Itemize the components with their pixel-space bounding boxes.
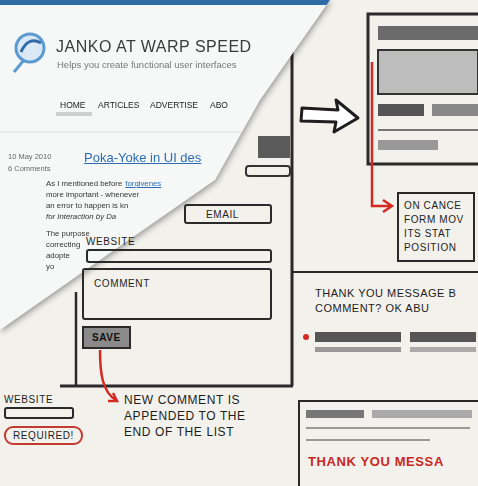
comment-field: COMMENT bbox=[82, 268, 272, 320]
sketch-bar bbox=[410, 332, 476, 342]
sketch-bar bbox=[315, 332, 401, 342]
form-sketch bbox=[368, 14, 478, 164]
input-outline bbox=[86, 249, 272, 263]
red-arrowhead bbox=[108, 393, 117, 401]
sketch-note: NEW COMMENT IS APPENDED TO THE END OF TH… bbox=[124, 392, 274, 440]
sketch-button bbox=[432, 104, 478, 116]
sketch-line bbox=[378, 129, 478, 131]
divider-line bbox=[0, 132, 478, 133]
website-field: WEBSITE bbox=[4, 394, 74, 419]
nav-item: HOME bbox=[60, 101, 86, 111]
body-text: an error to happen is kn bbox=[46, 202, 128, 211]
sketch-line bbox=[306, 439, 430, 441]
thank-you-box: THANK YOU MESSA bbox=[298, 400, 478, 486]
top-bar bbox=[0, 0, 478, 5]
sketch-bar bbox=[315, 347, 401, 352]
body-text: more important - whenever bbox=[46, 191, 139, 200]
logo bbox=[16, 34, 44, 62]
frame-line bbox=[291, 0, 294, 386]
box-text: ON CANCE FORM MOV ITS STAT POSITION bbox=[404, 199, 468, 255]
frame-line bbox=[60, 385, 293, 388]
body-text: adopte bbox=[46, 252, 70, 261]
sketch-field bbox=[378, 50, 478, 94]
logo-swirl bbox=[21, 41, 41, 52]
box-text: SAVE bbox=[92, 332, 121, 343]
sketch-bar bbox=[306, 410, 364, 418]
required-bubble: REQUIRED! bbox=[4, 426, 83, 445]
body-text: The purpose bbox=[46, 230, 90, 239]
email-field: EMAIL bbox=[184, 204, 272, 224]
box-text: EMAIL bbox=[206, 209, 266, 220]
sketch-bar bbox=[410, 347, 476, 352]
body-text: As I mentioned before bbox=[46, 180, 122, 189]
box-text: COMMENT bbox=[94, 278, 266, 289]
sketch-note: THANK YOU MESSAGE B COMMENT? OK ABU bbox=[315, 286, 473, 316]
nav-highlight bbox=[56, 112, 92, 116]
red-dot bbox=[303, 334, 309, 340]
nav-item: ARTICLES bbox=[98, 101, 139, 111]
red-leader bbox=[372, 62, 390, 206]
box-text: WEBSITE bbox=[4, 394, 74, 405]
post-date: 10 May 2010 bbox=[8, 153, 51, 162]
nav-item: ADVERTISE bbox=[150, 101, 198, 111]
sketch-line bbox=[306, 427, 470, 429]
red-arrowhead bbox=[383, 200, 392, 212]
body-text: correcting bbox=[46, 241, 80, 250]
note-box: ON CANCE FORM MOV ITS STAT POSITION bbox=[397, 192, 475, 262]
site-title: JANKO AT WARP SPEED bbox=[56, 38, 252, 56]
frame-line bbox=[75, 292, 78, 386]
comment-count: 6 Comments bbox=[8, 165, 51, 174]
nav-item: ABO bbox=[210, 101, 228, 111]
save-button: SAVE bbox=[82, 326, 131, 349]
body-text: yo bbox=[46, 263, 54, 272]
website-field: WEBSITE bbox=[86, 236, 272, 263]
red-leader bbox=[100, 350, 116, 400]
box-text: REQUIRED! bbox=[13, 430, 74, 441]
sketch-button bbox=[378, 104, 424, 116]
sketch-bar bbox=[372, 410, 472, 418]
body-text: for Interaction by Da bbox=[46, 213, 116, 222]
logo-tail bbox=[14, 60, 24, 72]
site-tagline: Helps you create functional user interfa… bbox=[57, 60, 237, 71]
sketch-block bbox=[258, 136, 290, 158]
input-outline bbox=[4, 407, 74, 419]
sketch-bar bbox=[378, 140, 438, 150]
body-link: forgivenes bbox=[125, 180, 161, 189]
sketch-bar bbox=[378, 26, 478, 40]
divider-line bbox=[293, 271, 478, 273]
box-text: WEBSITE bbox=[86, 236, 272, 247]
hand-arrow bbox=[301, 100, 358, 132]
post-title: Poka-Yoke in UI des bbox=[84, 151, 201, 166]
sketch-field bbox=[246, 166, 290, 176]
box-text: THANK YOU MESSA bbox=[308, 454, 478, 469]
